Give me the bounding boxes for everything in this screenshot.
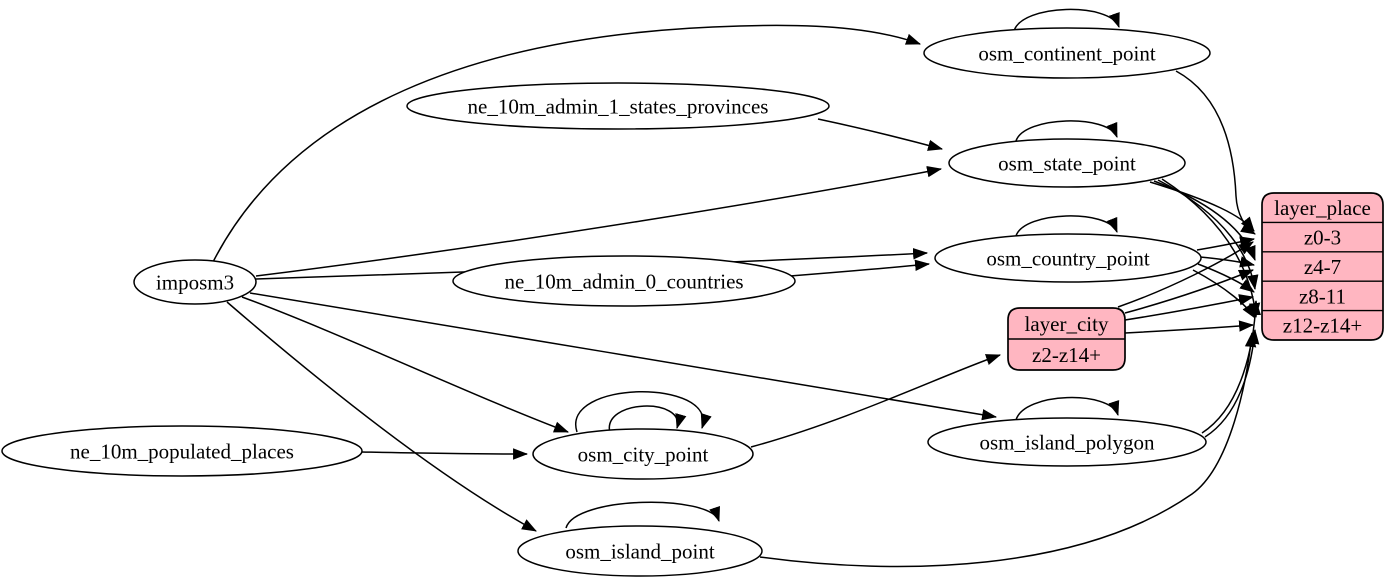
- edge-layer_city-to-layer_place-z12-z14+: [1124, 320, 1255, 334]
- ne_10m_populated_places-label: ne_10m_populated_places: [70, 439, 294, 463]
- node-osm_city_point: osm_city_point: [532, 428, 754, 480]
- node-osm_country_point: osm_country_point: [934, 233, 1202, 283]
- edge-osm_island_point-to-osm_island_point-self: [565, 501, 720, 529]
- edge-imposm3-to-osm_island_polygon: [249, 292, 998, 421]
- node-osm_island_point: osm_island_point: [517, 525, 763, 577]
- edge-osm_island_polygon-to-layer_place-z8-11: [1201, 299, 1262, 434]
- edge-layer_city-to-layer_place-z4-7: [1124, 269, 1254, 314]
- node-imposm3: imposm3: [133, 259, 257, 305]
- edge-osm_island_polygon-to-layer_place-z12-z14+: [1204, 328, 1260, 438]
- edge-layer_city-to-layer_place-z0-3: [1117, 241, 1254, 308]
- osm_island_point-ellipse: [517, 525, 763, 577]
- node-ne_10m_admin_0_countries: ne_10m_admin_0_countries: [452, 255, 796, 307]
- osm_continent_point-ellipse: [923, 27, 1211, 79]
- edge-imposm3-to-osm_city_point: [241, 296, 569, 433]
- osm_city_point-label: osm_city_point: [578, 442, 709, 466]
- imposm3-label: imposm3: [156, 270, 234, 294]
- edge-imposm3-to-osm_state_point: [255, 166, 943, 277]
- edge-ne_10m_admin_0_countries-to-osm_country_point: [789, 259, 931, 277]
- edge-layer_city-to-layer_place-z8-11: [1124, 294, 1255, 321]
- edge-ne_10m_populated_places-to-osm_city_point: [361, 448, 529, 460]
- osm_island_polygon-label: osm_island_polygon: [979, 430, 1155, 454]
- ne_10m_admin_0_countries-ellipse: [452, 255, 796, 307]
- edge-ne_10m_admin_1_states_provinces-to-osm_state_point: [817, 118, 944, 151]
- layer_city-row-0-label: layer_city: [1025, 312, 1109, 336]
- edge-osm_city_point-to-osm_city_point-self: [575, 391, 712, 433]
- ne_10m_admin_0_countries-label: ne_10m_admin_0_countries: [504, 269, 743, 293]
- edge-osm_continent_point-to-layer_place-z0-3: [1175, 70, 1256, 235]
- edge-osm_country_point-to-osm_country_point-self: [1015, 215, 1118, 237]
- edge-osm_continent_point-to-osm_continent_point-self: [1013, 8, 1120, 32]
- edges-layer: [212, 8, 1262, 568]
- osm_island_polygon-ellipse: [927, 417, 1207, 467]
- edge-imposm3-to-osm_island_point: [226, 301, 537, 532]
- nodes-layer: imposm3 ne_10m_admin_1_states_provincesne…: [1, 27, 1384, 577]
- edge-osm_island_polygon-to-osm_island_polygon-self: [1015, 396, 1120, 421]
- osm_state_point-ellipse: [948, 138, 1186, 188]
- layer_place-box: [1261, 192, 1384, 341]
- osm_country_point-label: osm_country_point: [986, 246, 1149, 270]
- node-osm_island_polygon: osm_island_polygon: [927, 417, 1207, 467]
- osm_country_point-ellipse: [934, 233, 1202, 283]
- imposm3-ellipse: [133, 259, 257, 305]
- node-layer_city: layer_city z2-z14+: [1007, 307, 1126, 371]
- layer_place-row-3-label: z8-11: [1299, 284, 1346, 308]
- node-layer_place: layer_place z0-3 z4-7 z8-11 z12-z14+: [1261, 192, 1384, 341]
- osm_island_point-label: osm_island_point: [565, 539, 715, 563]
- layer_place-row-0-label: layer_place: [1274, 196, 1371, 220]
- osm_city_point-ellipse: [532, 428, 754, 480]
- edge-osm_country_point-to-layer_place-z0-3: [1196, 236, 1256, 251]
- layer_place-row-1-label: z0-3: [1304, 225, 1341, 249]
- edge-osm_island_point-to-layer_place-z12-z14+: [759, 331, 1257, 568]
- osm_state_point-label: osm_state_point: [998, 151, 1136, 175]
- edge-osm_country_point-to-layer_place-z12-z14+: [1192, 269, 1256, 319]
- ne_10m_populated_places-ellipse: [1, 425, 363, 477]
- node-ne_10m_admin_1_states_provinces: ne_10m_admin_1_states_provinces: [406, 82, 830, 130]
- layer_place-row-2-label: z4-7: [1304, 255, 1341, 279]
- node-ne_10m_populated_places: ne_10m_populated_places: [1, 425, 363, 477]
- node-osm_state_point: osm_state_point: [948, 138, 1186, 188]
- edge-osm_city_point-to-layer_city-z2-z14+: [750, 354, 1001, 448]
- layer_place-row-4-label: z12-z14+: [1283, 314, 1362, 338]
- node-osm_continent_point: osm_continent_point: [923, 27, 1211, 79]
- edge-osm_country_point-to-layer_place-z4-7: [1199, 256, 1256, 268]
- ne_10m_admin_1_states_provinces-label: ne_10m_admin_1_states_provinces: [468, 94, 769, 118]
- layer_city-row-1-label: z2-z14+: [1032, 343, 1101, 367]
- osm_continent_point-label: osm_continent_point: [978, 41, 1155, 65]
- edge-imposm3-to-osm_continent_point: [212, 24, 921, 263]
- ne_10m_admin_1_states_provinces-ellipse: [406, 82, 830, 130]
- edge-osm_city_point-to-osm_city_point-self: [608, 405, 687, 434]
- edge-osm_state_point-to-layer_place-z0-3: [1149, 181, 1255, 232]
- edge-osm_state_point-to-osm_state_point-self: [1015, 120, 1118, 142]
